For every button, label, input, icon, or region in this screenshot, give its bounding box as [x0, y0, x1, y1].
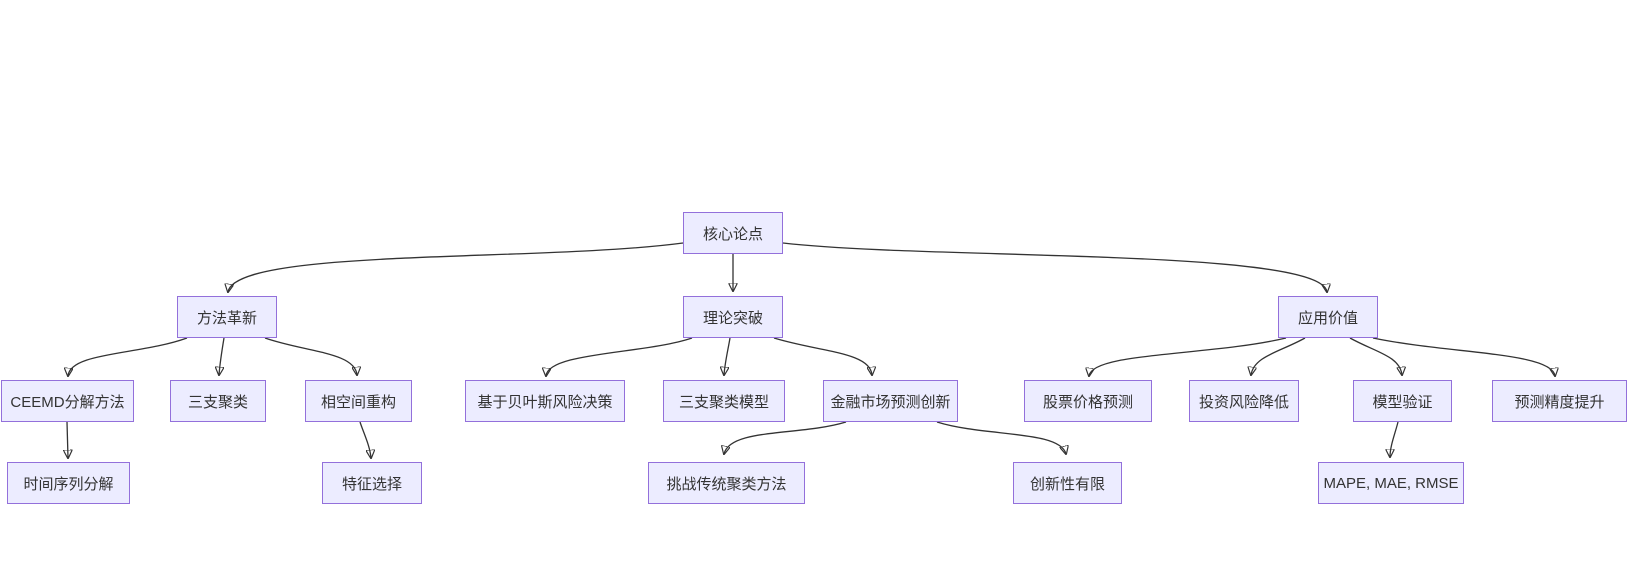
node-three-way-clustering-model: 三支聚类模型 — [663, 380, 785, 422]
node-label: 预测精度提升 — [1514, 393, 1605, 411]
node-model-validation: 模型验证 — [1353, 380, 1452, 422]
edge-core-method — [228, 242, 684, 292]
node-ceemd-decomposition: CEEMD分解方法 — [1, 380, 134, 422]
node-application-value: 应用价值 — [1278, 296, 1378, 338]
node-core-argument: 核心论点 — [683, 212, 783, 254]
edge-method-phase — [264, 337, 357, 375]
node-label: 相空间重构 — [320, 393, 396, 411]
node-label: 三支聚类 — [187, 393, 248, 411]
node-bayesian-risk-decision: 基于贝叶斯风险决策 — [465, 380, 625, 422]
node-label: 基于贝叶斯风险决策 — [477, 393, 613, 411]
node-feature-selection: 特征选择 — [322, 462, 422, 504]
edge-value-invest — [1251, 337, 1306, 375]
node-stock-price-prediction: 股票价格预测 — [1024, 380, 1152, 422]
node-label: 理论突破 — [702, 309, 763, 327]
node-method-innovation: 方法革新 — [177, 296, 277, 338]
edge-theory-finance — [773, 337, 872, 375]
node-challenge-traditional-clustering: 挑战传统聚类方法 — [648, 462, 805, 504]
node-time-series-decomposition: 时间序列分解 — [7, 462, 130, 504]
edge-validate-metrics — [1390, 421, 1399, 457]
node-label: 创新性有限 — [1029, 475, 1105, 493]
node-phase-space-reconstruction: 相空间重构 — [305, 380, 412, 422]
node-label: 模型验证 — [1372, 393, 1433, 411]
edge-value-validate — [1349, 337, 1402, 375]
node-label: 三支聚类模型 — [678, 393, 769, 411]
edge-value-stock — [1089, 337, 1287, 376]
node-label: 特征选择 — [341, 475, 402, 493]
node-label: 金融市场预测创新 — [830, 393, 951, 411]
node-label: MAPE, MAE, RMSE — [1323, 474, 1459, 492]
node-financial-market-forecast-innovation: 金融市场预测创新 — [823, 380, 958, 422]
node-label: 应用价值 — [1297, 309, 1358, 327]
node-error-metrics: MAPE, MAE, RMSE — [1318, 462, 1464, 504]
edge-ceemd-ts-decomp — [67, 421, 68, 458]
node-label: CEEMD分解方法 — [10, 393, 125, 411]
edge-core-value — [782, 242, 1327, 292]
node-label: 投资风险降低 — [1198, 393, 1289, 411]
node-three-way-clustering: 三支聚类 — [170, 380, 266, 422]
edge-theory-bayes — [546, 337, 693, 376]
edge-finance-limited — [936, 421, 1066, 454]
node-investment-risk-reduction: 投资风险降低 — [1189, 380, 1299, 422]
edge-value-accuracy — [1372, 337, 1555, 376]
edge-method-three-way — [219, 337, 225, 375]
edge-method-ceemd — [68, 337, 188, 376]
node-theory-breakthrough: 理论突破 — [683, 296, 783, 338]
edge-theory-three-model — [724, 337, 731, 375]
node-label: 时间序列分解 — [23, 475, 114, 493]
node-limited-innovation: 创新性有限 — [1013, 462, 1122, 504]
edge-finance-challenge — [724, 421, 847, 454]
edge-phase-feature — [359, 421, 371, 458]
node-label: 方法革新 — [196, 309, 257, 327]
node-label: 挑战传统聚类方法 — [666, 475, 787, 493]
node-label: 股票价格预测 — [1042, 393, 1133, 411]
node-prediction-accuracy-improvement: 预测精度提升 — [1492, 380, 1627, 422]
node-label: 核心论点 — [702, 225, 763, 243]
